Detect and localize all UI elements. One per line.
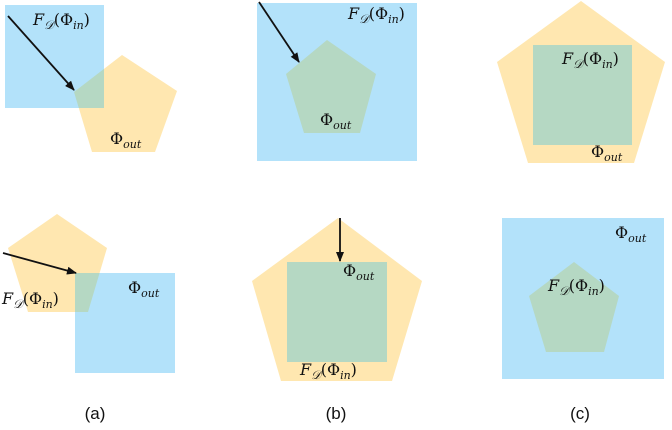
caption-b: (b) — [326, 404, 347, 423]
overlap-region — [74, 68, 104, 108]
label-fd-phi-in: F𝒟(Φin) — [299, 360, 357, 382]
pentagon-fd-phi-in — [529, 262, 619, 352]
label-fd-phi-in: F𝒟(Φin) — [561, 49, 619, 71]
label-fd-phi-in: F𝒟(Φin) — [347, 4, 405, 26]
label-phi-out: Φout — [128, 278, 160, 300]
label-fd-phi-in: F𝒟(Φin) — [32, 10, 90, 32]
caption-c: (c) — [570, 404, 590, 423]
panel-a-bottom: F𝒟(Φin) Φout — [1, 214, 175, 373]
panel-a-top: F𝒟(Φin) Φout — [5, 5, 177, 152]
label-phi-out: Φout — [343, 261, 375, 283]
label-phi-out: Φout — [615, 223, 647, 245]
square-phi-out — [287, 262, 387, 362]
panel-c-bottom: Φout F𝒟(Φin) — [502, 218, 664, 379]
arrow — [258, 1, 300, 63]
arrow — [7, 15, 75, 91]
label-fd-phi-in: F𝒟(Φin) — [1, 289, 59, 311]
panel-c-top: F𝒟(Φin) Φout — [497, 1, 665, 164]
caption-a: (a) — [85, 404, 106, 423]
pentagon-phi-out — [286, 40, 376, 133]
square-fd-phi-in — [533, 45, 632, 145]
panel-b-top: F𝒟(Φin) Φout — [257, 1, 417, 161]
label-phi-out: Φout — [320, 110, 352, 132]
label-fd-phi-in: F𝒟(Φin) — [547, 276, 605, 298]
arrow — [2, 252, 77, 275]
label-phi-out: Φout — [591, 142, 623, 164]
overlap-region — [75, 273, 100, 312]
panel-b-bottom: Φout F𝒟(Φin) — [252, 218, 422, 382]
label-phi-out: Φout — [110, 129, 142, 151]
